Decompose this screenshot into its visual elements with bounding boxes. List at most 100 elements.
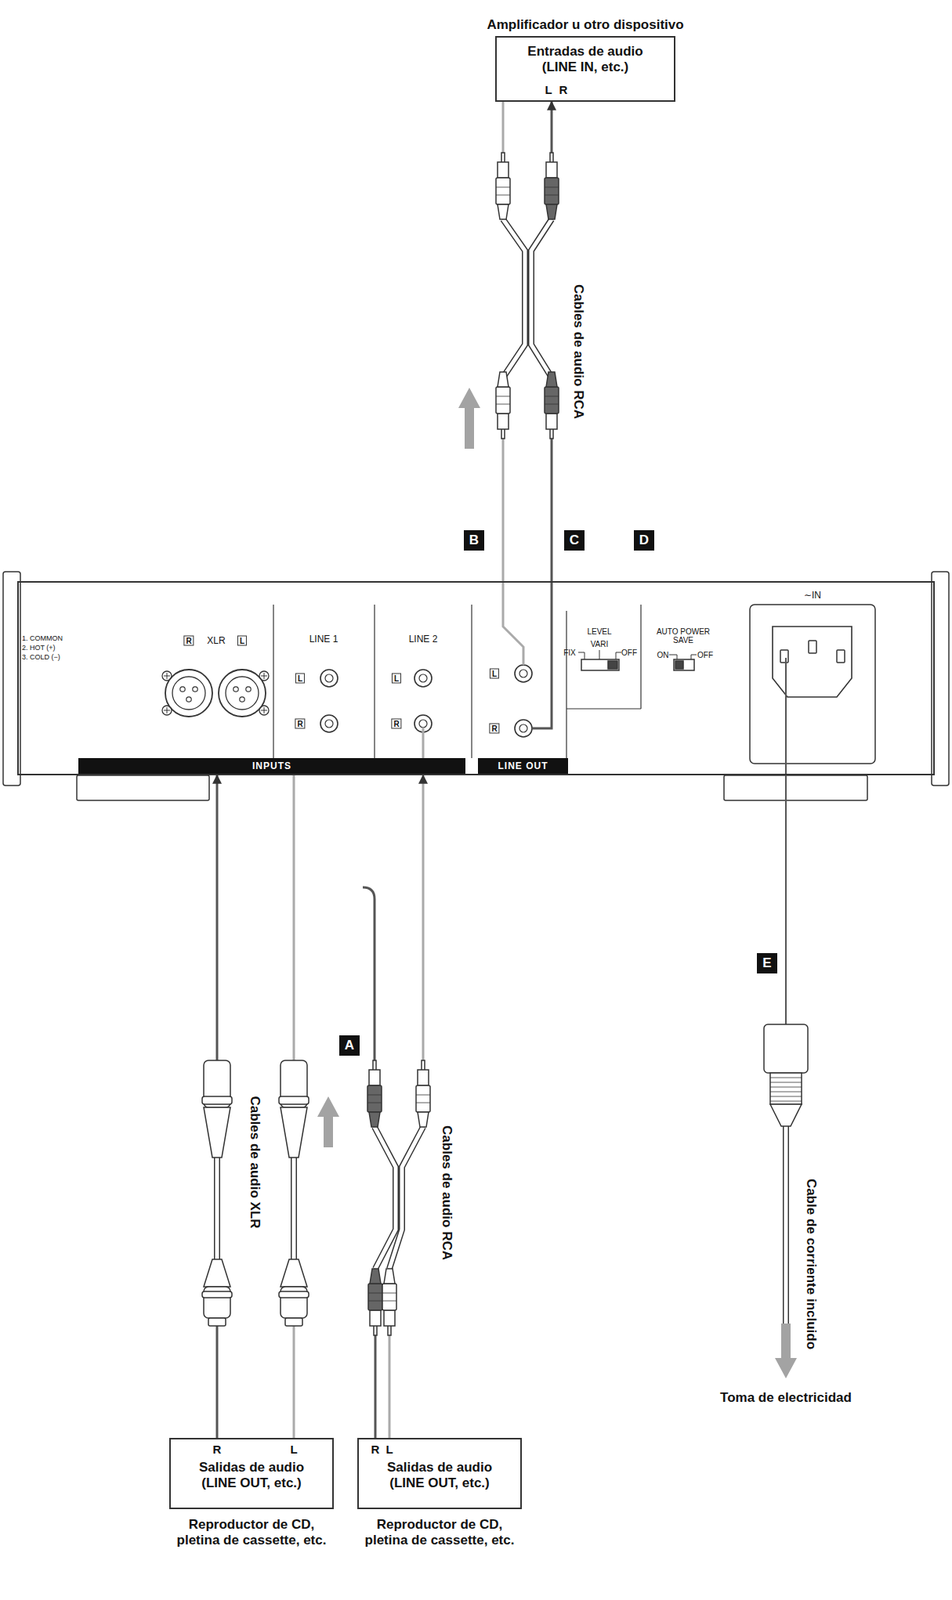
source-box: Salidas de audio (LINE OUT, etc.)Reprodu… [357,1438,522,1510]
pin-hole [239,697,245,703]
wire [293,775,296,1061]
xlr-plug [278,1060,309,1159]
cable-outline [389,1127,424,1270]
socket-rim [218,669,266,717]
rca-jack [320,669,338,688]
rca-jack-hole [419,720,428,728]
cable-label: Cables de audio RCA [438,1123,455,1264]
pin-hole [186,697,192,703]
rca-jack [514,665,533,683]
plug-body [382,1284,397,1311]
channel-letter: L [289,1443,297,1457]
grip-line [495,396,511,398]
grip-line [416,1103,431,1105]
plug-body [367,1085,382,1113]
plug-ring [278,1096,309,1105]
section-divider [470,604,472,759]
grip-line [770,1082,802,1084]
channel-tag: L [391,673,402,685]
cable-outline [213,1158,221,1260]
strain-relief [497,204,509,220]
callout-letter: B [463,530,485,551]
panel-foot [723,775,868,801]
wire [502,101,505,153]
plug-ring [278,1292,309,1299]
section-divider [566,708,641,710]
xlr-plug [278,1259,309,1327]
plug-body [495,387,511,414]
socket-face [225,676,259,710]
cable-outline [531,219,552,378]
ac-inlet-frame [749,604,876,764]
iec-socket [772,626,852,698]
direction-arrow [458,387,481,449]
socket-face [172,676,206,710]
rca-plug [367,1060,382,1128]
strain-relief [369,1112,381,1128]
channel-letter: R [371,1443,381,1457]
channel-tag: R [390,719,402,730]
plug-body [763,1024,808,1074]
rca-jack-hole [519,669,528,678]
plug-shell [497,413,509,430]
iec-pin [836,650,845,663]
callout-letter: E [756,953,778,974]
level-switch [581,659,619,671]
power-cord-jacket [785,1126,787,1325]
callout-letter: D [633,530,655,551]
section-divider [373,604,375,759]
cable-fill [531,219,552,378]
pin-note: 1. COMMON [21,634,63,643]
cable-outline [374,1127,396,1270]
switch-label: OFF [621,648,638,658]
rca-plug [544,152,559,220]
plug-ring [202,1292,232,1299]
cable-fill [215,1158,220,1260]
xlr-plug [202,1259,232,1327]
pin-hole [192,687,198,692]
cable-jacket [503,219,525,378]
iec-pin [808,640,817,654]
wire [532,581,552,729]
channel-tag: L [237,636,247,647]
grip-line [544,404,559,406]
pin-hole [246,687,251,692]
cable-fill [503,219,525,378]
plug-body [416,1085,431,1113]
grip-line [544,396,559,398]
grip-line [495,404,511,406]
strain-relief [369,1269,381,1285]
switch-thumb [675,661,684,670]
channel-tag: R [183,636,194,647]
socket-rim [165,669,213,717]
pin-hole [233,687,239,692]
switch-label: ON [657,651,670,660]
plug-grip [770,1073,802,1105]
pin-note: 3. COLD (−) [21,653,61,662]
xlr-socket [162,669,213,717]
strain-relief [546,204,558,220]
pin-note: 2. HOT (+) [21,644,56,652]
strain-relief [280,1107,308,1159]
grip-line [382,1293,397,1295]
power-plug [763,1024,808,1127]
plug-shell [417,1070,429,1086]
rca-plug [416,1060,431,1128]
switch-bracket [669,655,677,660]
plug-shell [497,162,509,178]
cable-outline [503,219,525,378]
xlr-plug [202,1060,232,1159]
switch-bracket [599,650,601,660]
strain-relief [280,1259,308,1288]
switch-label: AUTO POWER SAVE [651,627,715,645]
cable-fill [292,1158,297,1260]
pin-hole [180,687,185,692]
box-text: Entradas de audio (LINE IN, etc.) [512,43,659,76]
channel-tag: L [489,669,500,680]
device-heading: Amplificador u otro dispositivo [434,17,737,33]
device-caption: Reproductor de CD, pletina de cassette, … [358,1517,521,1550]
cable-label: Cable de corriente incluido [803,1176,819,1353]
panel-label: LINE 1 [309,633,339,645]
cable-jacket [217,1158,218,1260]
